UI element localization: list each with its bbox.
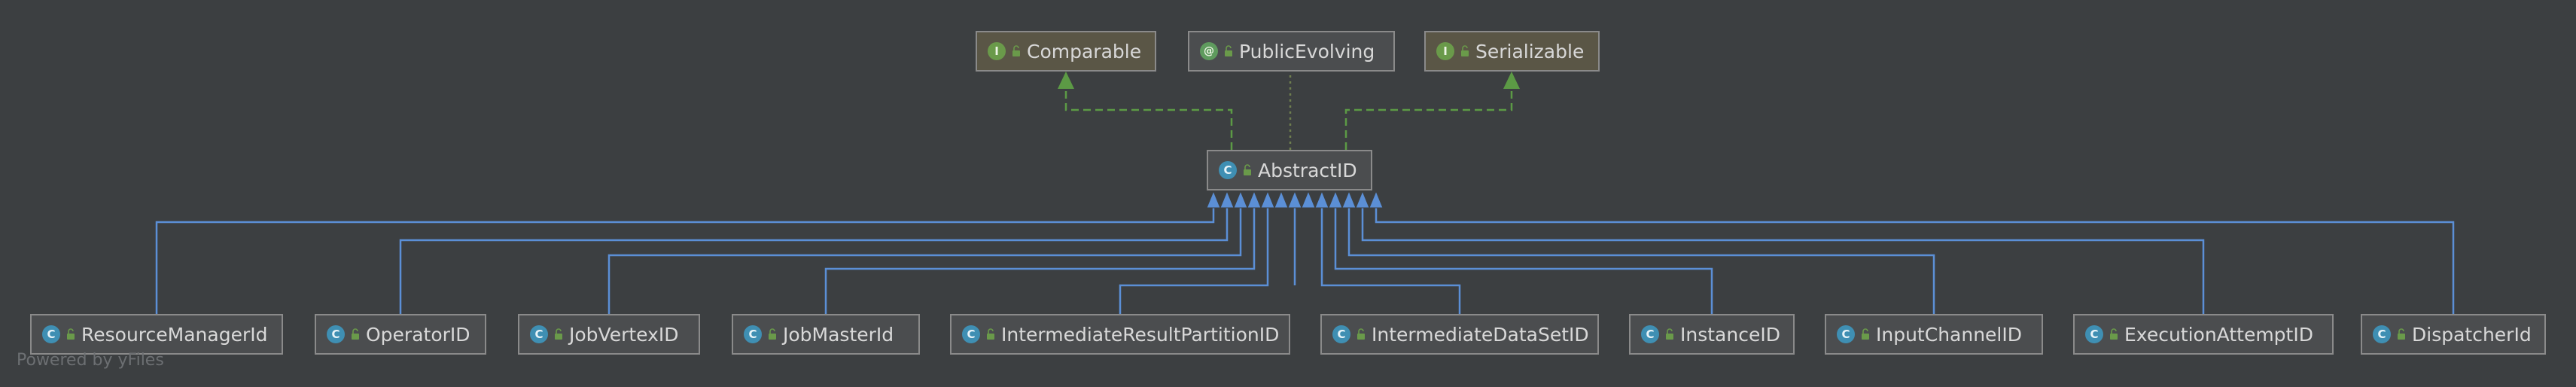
inheritance-arrowhead	[1369, 190, 1384, 209]
public-visibility-icon	[1225, 45, 1232, 56]
inheritance-arrowhead	[1247, 190, 1262, 209]
class-icon: C	[530, 325, 548, 343]
class-label: IntermediateDataSetID	[1372, 323, 1589, 346]
class-icon: C	[962, 325, 980, 343]
class-node-operatorid[interactable]: C OperatorID	[315, 314, 486, 355]
class-icon: C	[2085, 325, 2103, 343]
public-visibility-icon	[769, 328, 776, 340]
class-label: InstanceID	[1680, 323, 1780, 346]
class-node-instanceid[interactable]: C InstanceID	[1629, 314, 1795, 355]
class-node-jobmasterid[interactable]: C JobMasterId	[732, 314, 920, 355]
inheritance-arrowhead	[1206, 190, 1221, 209]
class-icon: C	[327, 325, 345, 343]
inheritance-edge	[155, 208, 1215, 314]
class-icon: C	[1641, 325, 1659, 343]
public-visibility-icon	[1666, 328, 1673, 340]
class-node-dispatcherid[interactable]: C DispatcherId	[2361, 314, 2546, 355]
class-label: ResourceManagerId	[81, 323, 268, 346]
inheritance-arrowhead	[1233, 190, 1248, 209]
inheritance-edge	[1119, 208, 1269, 314]
inheritance-edge	[1347, 208, 1935, 314]
class-icon: C	[42, 325, 60, 343]
class-node-jobvertexid[interactable]: C JobVertexID	[518, 314, 700, 355]
inheritance-arrowhead	[1328, 190, 1343, 209]
class-label: IntermediateResultPartitionID	[1001, 323, 1280, 346]
public-visibility-icon	[352, 328, 359, 340]
public-visibility-icon	[2398, 328, 2405, 340]
class-node-intermediatedatasetid[interactable]: C IntermediateDataSetID	[1320, 314, 1599, 355]
class-icon: C	[1332, 325, 1350, 343]
public-visibility-icon	[1461, 45, 1469, 56]
public-visibility-icon	[555, 328, 562, 340]
class-node-abstractid[interactable]: C AbstractID	[1207, 150, 1372, 190]
interface-label: Comparable	[1027, 40, 1142, 62]
class-node-inputchannelid[interactable]: C InputChannelID	[1825, 314, 2043, 355]
interface-icon: I	[1436, 42, 1454, 60]
powered-by-footer: Powered by yFiles	[17, 351, 164, 370]
interface-node-comparable[interactable]: I Comparable	[976, 31, 1156, 72]
annotation-icon: @	[1200, 42, 1218, 60]
annotation-node-publicevolving[interactable]: @ PublicEvolving	[1188, 31, 1395, 72]
inheritance-edge	[824, 208, 1256, 314]
inheritance-edge	[399, 208, 1229, 314]
inheritance-edge	[1361, 208, 2205, 314]
inheritance-arrowhead	[1341, 190, 1357, 209]
annotation-label: PublicEvolving	[1239, 40, 1375, 62]
public-visibility-icon	[2110, 328, 2118, 340]
inheritance-edge	[1334, 208, 1713, 314]
inheritance-edge	[1375, 208, 2455, 314]
inheritance-arrowhead	[1287, 190, 1302, 209]
inheritance-arrowhead	[1260, 190, 1275, 209]
class-node-intermediateresultpartitionid[interactable]: C IntermediateResultPartitionID	[950, 314, 1290, 355]
class-icon: C	[2373, 325, 2391, 343]
public-visibility-icon	[1244, 164, 1251, 175]
implements-edge-comparable	[1064, 83, 1233, 150]
inheritance-edge	[607, 208, 1242, 314]
public-visibility-icon	[987, 328, 994, 340]
class-node-executionattemptid[interactable]: C ExecutionAttemptID	[2073, 314, 2334, 355]
inheritance-edge	[1320, 208, 1461, 314]
implements-arrowhead	[1058, 72, 1074, 89]
public-visibility-icon	[1862, 328, 1869, 340]
interface-label: Serializable	[1475, 40, 1585, 62]
class-icon: C	[1837, 325, 1855, 343]
public-visibility-icon	[1357, 328, 1365, 340]
class-label: AbstractID	[1258, 159, 1357, 181]
inheritance-arrowhead	[1314, 190, 1329, 209]
class-label: JobMasterId	[783, 323, 894, 346]
public-visibility-icon	[1012, 45, 1020, 56]
inheritance-arrowhead	[1219, 190, 1235, 209]
implements-edge-serializable	[1344, 83, 1513, 150]
interface-node-serializable[interactable]: I Serializable	[1424, 31, 1600, 72]
public-visibility-icon	[67, 328, 75, 340]
inheritance-arrowhead	[1301, 190, 1316, 209]
implements-arrowhead	[1503, 72, 1520, 89]
class-label: OperatorID	[366, 323, 470, 346]
class-label: ExecutionAttemptID	[2124, 323, 2313, 346]
class-icon: C	[744, 325, 762, 343]
class-icon: C	[1219, 161, 1237, 179]
class-node-resourcemanagerid[interactable]: C ResourceManagerId	[30, 314, 283, 355]
interface-icon: I	[988, 42, 1006, 60]
class-label: InputChannelID	[1876, 323, 2022, 346]
class-label: DispatcherId	[2412, 323, 2532, 346]
inheritance-arrowhead	[1274, 190, 1289, 209]
class-label: JobVertexID	[569, 323, 679, 346]
inheritance-arrowhead	[1355, 190, 1370, 209]
